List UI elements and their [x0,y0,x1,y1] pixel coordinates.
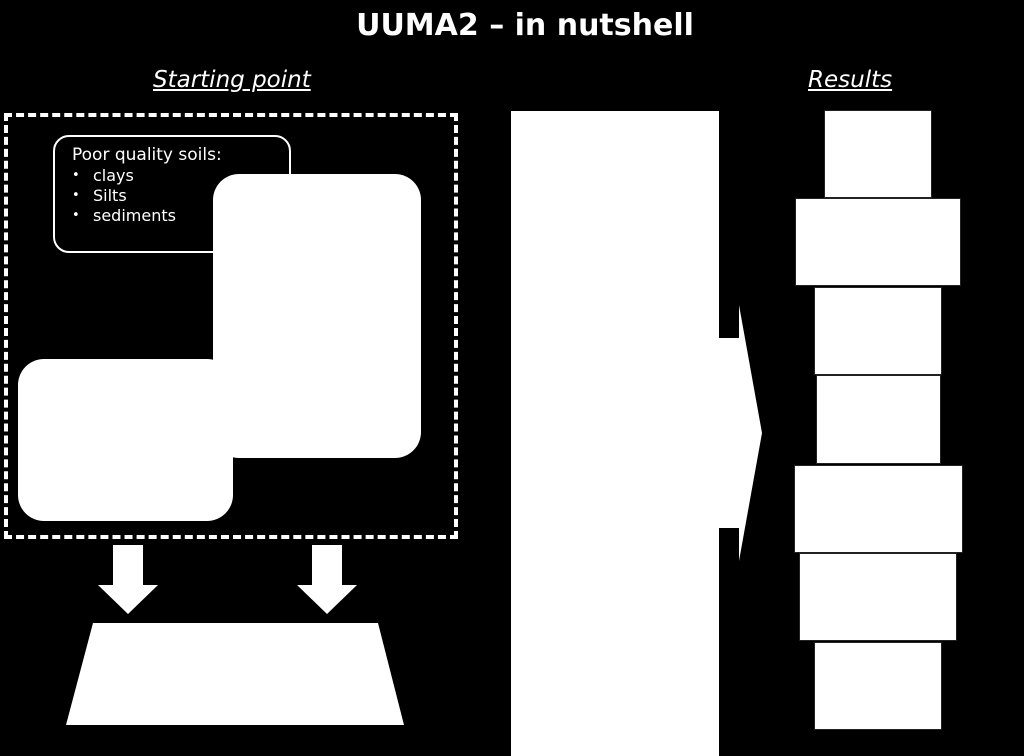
diagram-title: UUMA2 – in nutshell [356,8,694,43]
soils-box-heading: Poor quality soils: [72,145,222,165]
down-arrow-right-icon [297,545,357,614]
result-box-4 [816,375,941,464]
results-heading: Results [808,67,893,93]
soil-item-sediments: sediments [72,206,289,226]
result-box-2 [795,198,961,286]
soil-item-silts: Silts [72,186,289,206]
result-box-5 [794,465,963,553]
result-box-1 [824,110,932,198]
trapezoid-shape [66,623,404,725]
result-box-6 [799,553,957,641]
starting-box-left [18,359,233,521]
result-box-7 [814,642,942,730]
down-arrow-left-icon [98,545,158,614]
starting-point-heading: Starting point [153,67,311,93]
soils-list: clays Silts sediments [72,166,289,226]
soil-item-clays: clays [72,166,289,186]
right-arrow-icon [719,305,762,561]
starting-box-right [213,174,421,458]
starting-point-frame [4,113,458,539]
result-box-3 [814,287,942,375]
central-column [511,111,719,756]
